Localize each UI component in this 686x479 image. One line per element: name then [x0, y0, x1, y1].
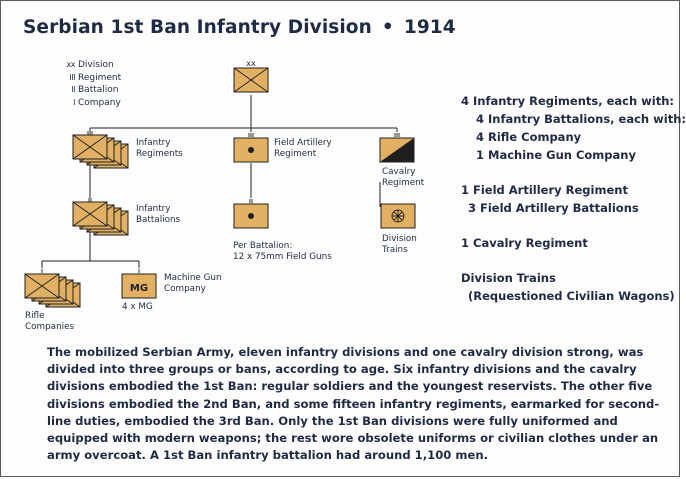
machine-gun-company-symbol: MG [121, 268, 157, 299]
summary-line: 1 Machine Gun Company [476, 148, 636, 162]
regiment-echelon-mark [394, 132, 400, 138]
infantry-battalions-symbol [72, 197, 129, 236]
description-line: line duties, embodied the 3rd Ban. Only … [47, 413, 618, 428]
legend-symbol: I [73, 97, 75, 107]
title-main: Serbian 1st Ban Infantry Division [23, 17, 372, 38]
crossed-box-icon [72, 201, 108, 227]
division-trains-symbol [380, 203, 416, 229]
crossed-box-icon [72, 134, 108, 160]
legend-label: Battalion [78, 85, 119, 95]
connector-lines [41, 95, 398, 268]
legend-label: Company [78, 97, 121, 108]
legend-symbol: II [71, 85, 75, 94]
division-summary: 4 Infantry Regiments, each with: 4 Infan… [461, 92, 686, 305]
diagonal-box-icon [379, 137, 415, 163]
summary-line: 3 Field Artillery Battalions [468, 201, 639, 215]
summary-line: 4 Rifle Company [476, 130, 582, 144]
field-artillery-regiment-symbol [233, 132, 269, 163]
wheel-box-icon [380, 203, 416, 229]
legend-symbol: xx [66, 60, 76, 69]
title-bullet: • [381, 17, 394, 38]
summary-line: 1 Cavalry Regiment [461, 236, 588, 250]
description-line: army overcoat. A 1st Ban infantry battal… [47, 448, 488, 463]
description-line: The mobilized Serbian Army, eleven infan… [47, 345, 644, 359]
summary-line: 1 Field Artillery Regiment [461, 183, 628, 197]
crossed-box-icon [233, 67, 269, 93]
summary-line: 4 Infantry Battalions, each with: [476, 112, 686, 126]
division-echelon-mark: xx [246, 59, 256, 68]
summary-line: Division Trains [461, 271, 556, 285]
battalion-echelon-mark [249, 198, 253, 204]
crossed-box-icon [24, 273, 60, 299]
description-line: equipped with modern weapons; the rest w… [47, 431, 659, 446]
mg-box-icon [121, 273, 157, 299]
legend-label: Regiment [78, 72, 122, 83]
cavalry-regiment-symbol [379, 132, 415, 163]
regiment-echelon-mark [248, 132, 254, 138]
description-line: divisions embodied the 2nd Ban, and some… [47, 396, 660, 411]
summary-line: (Requestioned Civilian Wagons) [468, 289, 675, 303]
legend-symbol: III [69, 72, 75, 82]
artillery-dot [248, 147, 254, 153]
page-title: Serbian 1st Ban Infantry Division • 1914 [23, 17, 456, 38]
description-line: divided into three groups or bans, accor… [47, 362, 637, 377]
regiment-echelon-mark [87, 130, 93, 136]
infantry-regiments-symbol [72, 130, 129, 169]
wheel-icon [391, 209, 405, 223]
artillery-dot [248, 213, 254, 219]
division-hq-symbol: xx [233, 59, 269, 93]
title-year: 1914 [403, 17, 456, 38]
rifle-companies-symbol [24, 268, 81, 308]
legend-label: Division [78, 60, 114, 70]
summary-line: 4 Infantry Regiments, each with: [461, 94, 675, 108]
per-battalion-label: Per Battalion:12 x 75mm Field Guns [233, 241, 332, 262]
org-chart-diagram: xx MG [24, 59, 416, 308]
description-line: divisions embodied the 1st Ban: regular … [47, 379, 653, 394]
mg-symbol-text: MG [130, 283, 148, 294]
mg-count-label: 4 x MG [122, 302, 153, 312]
description-paragraph: The mobilized Serbian Army, eleven infan… [47, 344, 660, 464]
battalion-echelon-mark [88, 197, 92, 203]
field-artillery-battalion-symbol [233, 198, 269, 229]
